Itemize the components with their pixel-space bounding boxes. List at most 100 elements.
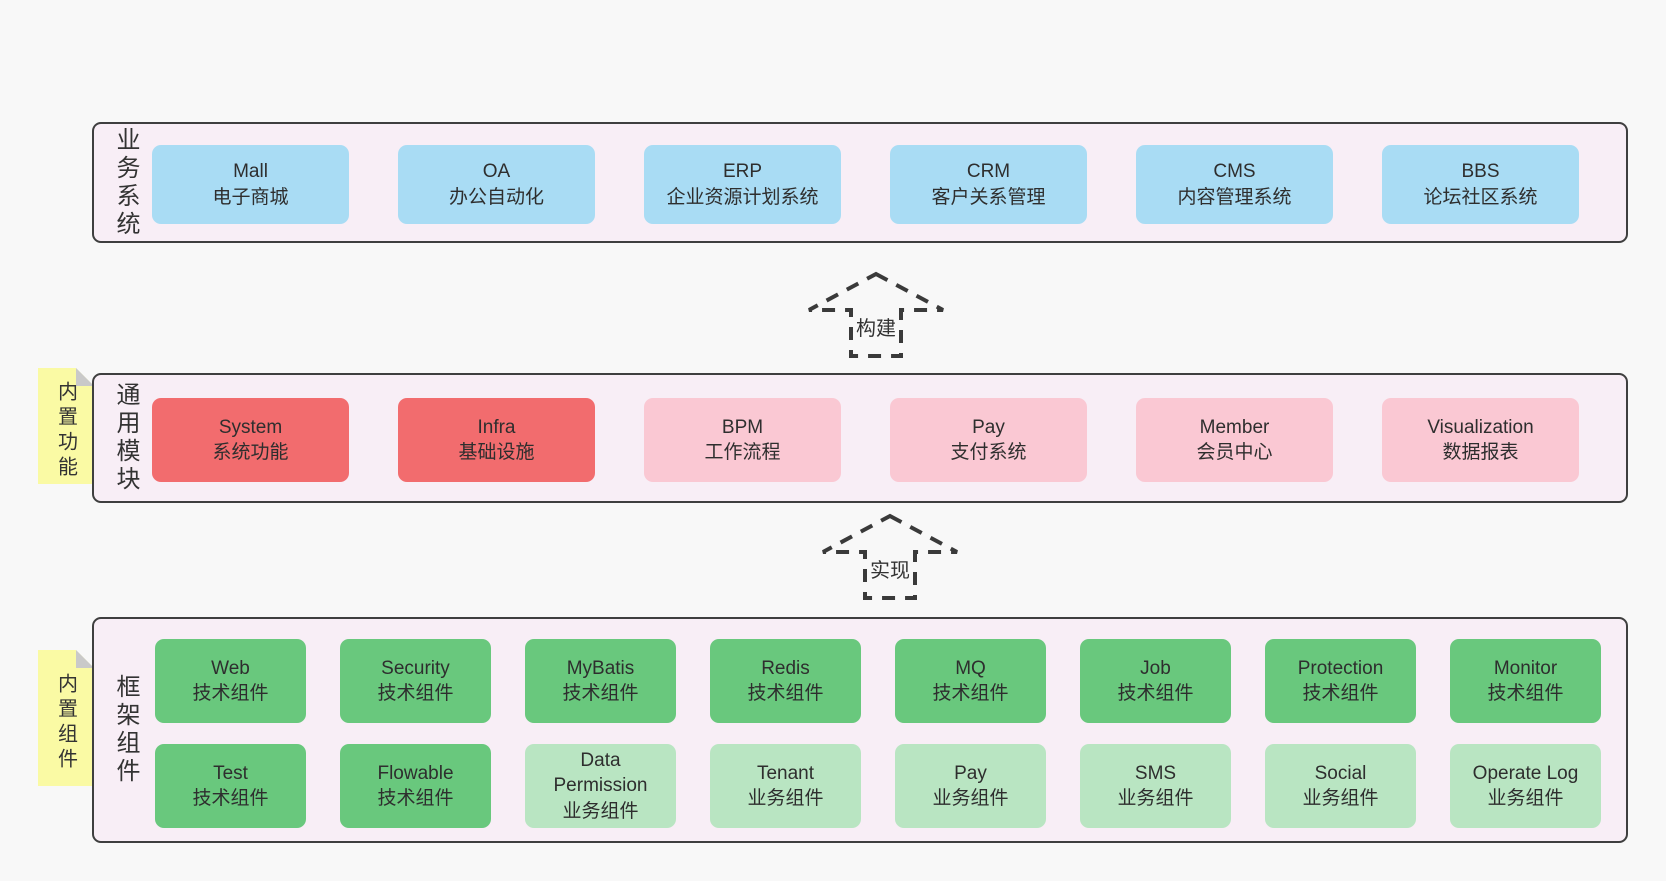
box-system: System 系统功能 bbox=[152, 398, 349, 482]
business-systems-row: Mall 电子商城 OA 办公自动化 ERP 企业资源计划系统 CRM 客户关系… bbox=[152, 145, 1579, 224]
box-web: Web 技术组件 bbox=[155, 639, 306, 723]
box-erp: ERP 企业资源计划系统 bbox=[644, 145, 841, 224]
box-title: Infra bbox=[477, 416, 516, 438]
box-subtitle: 技术组件 bbox=[1302, 683, 1379, 704]
box-title: Security bbox=[381, 657, 450, 679]
box-title: ERP bbox=[722, 161, 763, 183]
box-subtitle: 技术组件 bbox=[562, 683, 639, 704]
box-subtitle: 技术组件 bbox=[192, 683, 269, 704]
arrow-build: 构建 bbox=[806, 271, 946, 359]
box-redis: Redis 技术组件 bbox=[710, 639, 861, 723]
box-title: Pay bbox=[954, 762, 987, 784]
framework-components-row-2: Test 技术组件 Flowable 技术组件 Data Permission … bbox=[155, 744, 1601, 828]
box-tenant: Tenant 业务组件 bbox=[710, 744, 861, 828]
box-subtitle: 业务组件 bbox=[747, 788, 824, 809]
layer-common-modules: 通用模块 System 系统功能 Infra 基础设施 BPM 工作流程 Pay… bbox=[92, 373, 1628, 503]
box-sms: SMS 业务组件 bbox=[1080, 744, 1231, 828]
box-title: System bbox=[218, 416, 283, 438]
box-title: Mall bbox=[233, 161, 268, 183]
box-title: Redis bbox=[761, 657, 810, 679]
box-title: Member bbox=[1199, 416, 1270, 438]
box-title: SMS bbox=[1134, 762, 1177, 784]
box-subtitle: 技术组件 bbox=[747, 683, 824, 704]
box-protection: Protection 技术组件 bbox=[1265, 639, 1416, 723]
box-subtitle: 支付系统 bbox=[950, 442, 1027, 463]
box-job: Job 技术组件 bbox=[1080, 639, 1231, 723]
box-title: MyBatis bbox=[566, 657, 635, 679]
box-subtitle: 客户关系管理 bbox=[931, 186, 1046, 208]
box-subtitle: 技术组件 bbox=[1487, 683, 1564, 704]
box-subtitle: 技术组件 bbox=[192, 788, 269, 809]
box-title: MQ bbox=[955, 657, 986, 679]
box-title: Monitor bbox=[1493, 657, 1558, 679]
box-subtitle: 电子商城 bbox=[212, 186, 289, 208]
box-pay-module: Pay 支付系统 bbox=[890, 398, 1087, 482]
framework-components-row-1: Web 技术组件 Security 技术组件 MyBatis 技术组件 Redi… bbox=[155, 639, 1601, 723]
box-subtitle: 论坛社区系统 bbox=[1423, 186, 1538, 208]
box-title: Tenant bbox=[756, 762, 815, 784]
box-title: Protection bbox=[1297, 657, 1384, 679]
box-subtitle: 工作流程 bbox=[704, 442, 781, 463]
box-mq: MQ 技术组件 bbox=[895, 639, 1046, 723]
box-subtitle: 内容管理系统 bbox=[1177, 186, 1292, 208]
box-visualization: Visualization 数据报表 bbox=[1382, 398, 1579, 482]
box-title: BBS bbox=[1461, 161, 1500, 183]
box-subtitle: 业务组件 bbox=[1302, 788, 1379, 809]
box-subtitle: 业务组件 bbox=[562, 800, 639, 822]
box-subtitle: 数据报表 bbox=[1442, 442, 1519, 463]
sticky-note-builtin-components: 内置组件 bbox=[38, 650, 94, 786]
box-title: Social bbox=[1314, 762, 1367, 784]
box-test: Test 技术组件 bbox=[155, 744, 306, 828]
box-subtitle: 业务组件 bbox=[1117, 788, 1194, 809]
box-member: Member 会员中心 bbox=[1136, 398, 1333, 482]
box-title: CMS bbox=[1213, 161, 1256, 183]
box-crm: CRM 客户关系管理 bbox=[890, 145, 1087, 224]
box-title: Web bbox=[211, 657, 250, 679]
box-title: Pay bbox=[972, 416, 1005, 438]
box-mybatis: MyBatis 技术组件 bbox=[525, 639, 676, 723]
box-flowable: Flowable 技术组件 bbox=[340, 744, 491, 828]
box-mall: Mall 电子商城 bbox=[152, 145, 349, 224]
box-subtitle: 业务组件 bbox=[932, 788, 1009, 809]
box-title: Flowable bbox=[377, 762, 454, 784]
layer-label-common-modules: 通用模块 bbox=[112, 382, 139, 494]
box-cms: CMS 内容管理系统 bbox=[1136, 145, 1333, 224]
box-title: Visualization bbox=[1427, 416, 1534, 438]
box-subtitle: 技术组件 bbox=[377, 683, 454, 704]
box-title: CRM bbox=[966, 161, 1011, 183]
box-oa: OA 办公自动化 bbox=[398, 145, 595, 224]
box-security: Security 技术组件 bbox=[340, 639, 491, 723]
sticky-note-builtin-features: 内置功能 bbox=[38, 368, 94, 484]
box-infra: Infra 基础设施 bbox=[398, 398, 595, 482]
note-text: 内置组件 bbox=[54, 673, 77, 774]
box-title: Data Permission bbox=[553, 750, 648, 797]
box-subtitle: 技术组件 bbox=[377, 788, 454, 809]
box-subtitle: 技术组件 bbox=[932, 683, 1009, 704]
layer-framework-components: 框架组件 Web 技术组件 Security 技术组件 MyBatis 技术组件… bbox=[92, 617, 1628, 843]
box-social: Social 业务组件 bbox=[1265, 744, 1416, 828]
box-bbs: BBS 论坛社区系统 bbox=[1382, 145, 1579, 224]
arrow-implement: 实现 bbox=[820, 513, 960, 601]
box-subtitle: 基础设施 bbox=[458, 442, 535, 463]
box-title: Job bbox=[1140, 657, 1171, 679]
box-pay-component: Pay 业务组件 bbox=[895, 744, 1046, 828]
box-title: Operate Log bbox=[1472, 762, 1579, 784]
box-subtitle: 系统功能 bbox=[212, 442, 289, 463]
box-subtitle: 会员中心 bbox=[1196, 442, 1273, 463]
box-title: OA bbox=[482, 161, 511, 183]
box-monitor: Monitor 技术组件 bbox=[1450, 639, 1601, 723]
box-title: BPM bbox=[721, 416, 764, 438]
box-subtitle: 技术组件 bbox=[1117, 683, 1194, 704]
note-text: 内置功能 bbox=[54, 380, 77, 481]
box-subtitle: 办公自动化 bbox=[448, 186, 544, 208]
common-modules-row: System 系统功能 Infra 基础设施 BPM 工作流程 Pay 支付系统… bbox=[152, 398, 1579, 482]
layer-label-framework-components: 框架组件 bbox=[112, 674, 139, 786]
arrow-label: 构建 bbox=[853, 312, 899, 341]
layer-business-systems: 业务系统 Mall 电子商城 OA 办公自动化 ERP 企业资源计划系统 CRM… bbox=[92, 122, 1628, 243]
box-subtitle: 企业资源计划系统 bbox=[666, 186, 819, 208]
box-operate-log: Operate Log 业务组件 bbox=[1450, 744, 1601, 828]
layer-label-business-systems: 业务系统 bbox=[112, 126, 139, 239]
arrow-label: 实现 bbox=[867, 554, 913, 583]
box-bpm: BPM 工作流程 bbox=[644, 398, 841, 482]
